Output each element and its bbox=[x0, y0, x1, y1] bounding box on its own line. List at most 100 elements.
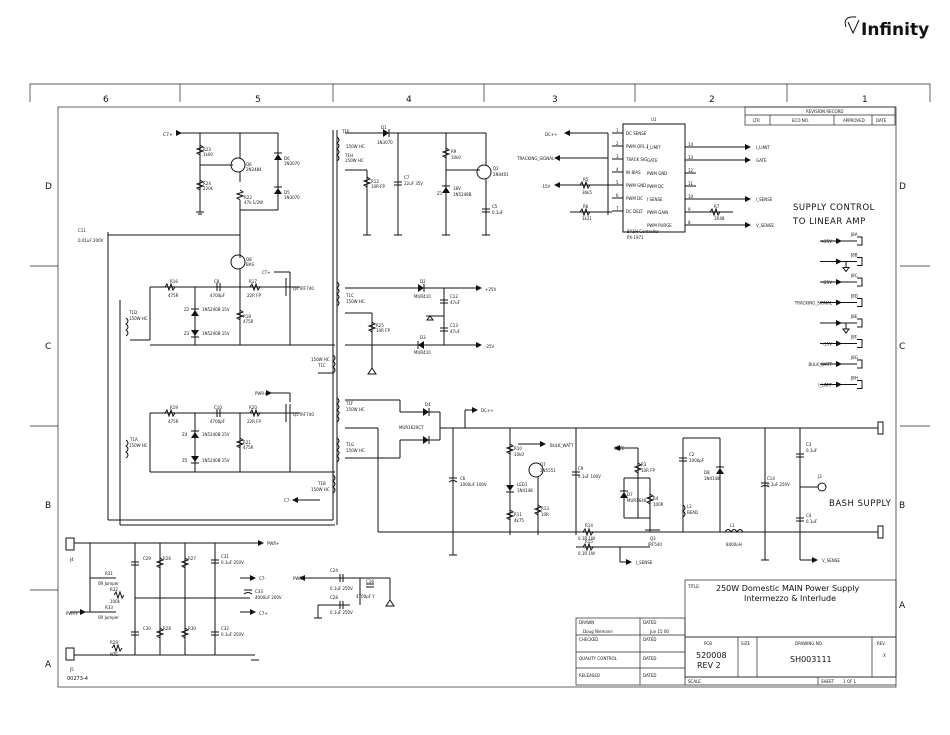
main-rectifier-section: T1F 150W HC T1G 150W HC D4 MUR1620CT DC+… bbox=[336, 397, 891, 565]
value-r12: 10R FP bbox=[371, 184, 385, 189]
value-t1a: 150W HC bbox=[129, 443, 148, 448]
ref-r11: R11 bbox=[514, 512, 522, 517]
ref-q2: Q2 bbox=[493, 166, 499, 171]
ref-r15: R15 bbox=[585, 539, 593, 544]
checked-label: CHECKED bbox=[579, 637, 598, 642]
ref-d6: D6 bbox=[284, 156, 290, 161]
ref-t1a: T1A bbox=[129, 437, 138, 442]
ic-pin-number: 10 bbox=[688, 194, 694, 199]
value-r5: 36k5 bbox=[582, 190, 592, 195]
size-label: SIZE bbox=[741, 641, 750, 646]
value-r29: NTC bbox=[110, 652, 118, 657]
label-i-sense-2: I_SENSE bbox=[636, 560, 653, 565]
label-v-sense-2: V_SENSE bbox=[822, 558, 840, 563]
ic-pin-number: 7 bbox=[616, 206, 619, 211]
connector-ref: J8H bbox=[850, 376, 858, 381]
value-r20: 22R FP bbox=[247, 419, 261, 424]
ref-r19: R19 bbox=[170, 405, 178, 410]
supply-connector: J8B bbox=[820, 253, 863, 273]
ref-d4: D4 bbox=[425, 402, 431, 407]
ref-r9: R9 bbox=[451, 149, 457, 154]
value-c13: 47uF bbox=[450, 329, 461, 334]
ref-r20: R20 bbox=[249, 405, 257, 410]
ref-c9: C9 bbox=[578, 466, 584, 471]
value-r7: 1R48 bbox=[714, 216, 725, 221]
ref-z2: Z2 bbox=[184, 307, 190, 312]
ref-r29: R29 bbox=[110, 640, 118, 645]
ref-r24: R24 bbox=[203, 181, 211, 186]
label-v-sense: V_SENSE bbox=[756, 223, 774, 228]
value-l1: 8400uH bbox=[726, 542, 742, 547]
value-r4: 100R bbox=[653, 502, 664, 507]
label-c7-plus: C7+ bbox=[163, 132, 173, 138]
sheet-label: SHEET bbox=[821, 679, 835, 684]
value-c5: 0.1uF bbox=[492, 210, 504, 215]
supply-control-connectors: J8A+25VJ8BJ8C-25VJ8DTRACKING_SIGNALJ8EJ8… bbox=[794, 232, 863, 389]
ref-c8: C8 bbox=[214, 279, 220, 284]
ref-r12: R12 bbox=[371, 179, 379, 184]
value-c12: 47uF bbox=[450, 300, 461, 305]
ref-c3: C3 bbox=[806, 442, 812, 447]
ref-r32: R32 bbox=[110, 587, 118, 592]
ref-c33: C33 bbox=[255, 589, 263, 594]
ic-pin-name: I SENSE bbox=[647, 197, 663, 202]
value-t1e: 150W HC bbox=[346, 144, 365, 149]
connector-ref: J8A bbox=[850, 232, 858, 237]
drawing-border bbox=[57, 106, 897, 688]
value-r17: 22R FP bbox=[247, 293, 261, 298]
rev-header-date: DATE bbox=[876, 118, 887, 123]
ref-c12: C12 bbox=[450, 294, 458, 299]
ref-c30: C30 bbox=[143, 626, 151, 631]
value-c3: 0.1uF bbox=[806, 448, 818, 453]
released-label: RELEASED bbox=[579, 673, 600, 678]
value-c10: 4700pF bbox=[210, 419, 226, 424]
zone-row-d-right: D bbox=[899, 182, 906, 192]
label-c7-minus-2: C7- bbox=[259, 576, 266, 581]
ic-pin-left: 4IN BIAS bbox=[612, 167, 641, 175]
zone-col-1: 1 bbox=[862, 95, 868, 105]
ref-c13: C13 bbox=[450, 323, 458, 328]
value-t1d: 150W HC bbox=[129, 316, 148, 321]
value-c16: 4700pF Y bbox=[356, 594, 375, 599]
ic-pin-name: PWM DC bbox=[647, 184, 664, 189]
value-z4: 1N5240B 15V bbox=[202, 432, 230, 437]
value-r31: 0R Jumper bbox=[98, 581, 119, 586]
value-q5: IRF740 bbox=[300, 412, 314, 417]
ic-pin-number: 1 bbox=[616, 128, 619, 133]
value-q6: 2N2484 bbox=[246, 167, 262, 172]
value-r10: 10k0 bbox=[514, 452, 524, 457]
value-q4: IRF740 bbox=[300, 286, 314, 291]
ic-pin-right: 14I_LIMIT bbox=[647, 142, 696, 150]
ref-t1d: T1D bbox=[128, 310, 137, 315]
ref-c16: C16 bbox=[366, 579, 374, 584]
connector-ref: J8F bbox=[850, 335, 858, 340]
value-r23: 1k00 bbox=[203, 152, 213, 157]
title-label: TITLE: bbox=[687, 584, 700, 589]
drawn-date: Jun 15 00 bbox=[649, 629, 669, 634]
value-c33: 4000uF 200V bbox=[255, 595, 282, 600]
bash-supply-connector: J3 bbox=[817, 474, 822, 479]
label-minus-15v: -15V bbox=[541, 184, 551, 189]
ref-r31: R31 bbox=[105, 571, 113, 576]
value-r15: 0.1R 1W bbox=[578, 551, 595, 556]
ref-led: LED1 bbox=[517, 482, 528, 487]
zone-row-b-right: B bbox=[899, 501, 905, 511]
ref-d8: D8 bbox=[704, 470, 710, 475]
drawing-no-label: DRAWING NO. bbox=[795, 641, 823, 646]
ic-pin-name: PWM OPL.1 bbox=[626, 144, 649, 149]
pcb-number: 520008 bbox=[696, 651, 727, 660]
drawing-no: SH003111 bbox=[790, 655, 832, 664]
supply-connector: J8H I_LIMIT bbox=[818, 376, 863, 389]
ic-pin-name: TRACK SIG bbox=[625, 157, 647, 162]
connector-signal: I_LIMIT bbox=[818, 383, 832, 388]
ref-d2: D2 bbox=[420, 279, 426, 284]
value-d5: 1N3070 bbox=[284, 195, 300, 200]
